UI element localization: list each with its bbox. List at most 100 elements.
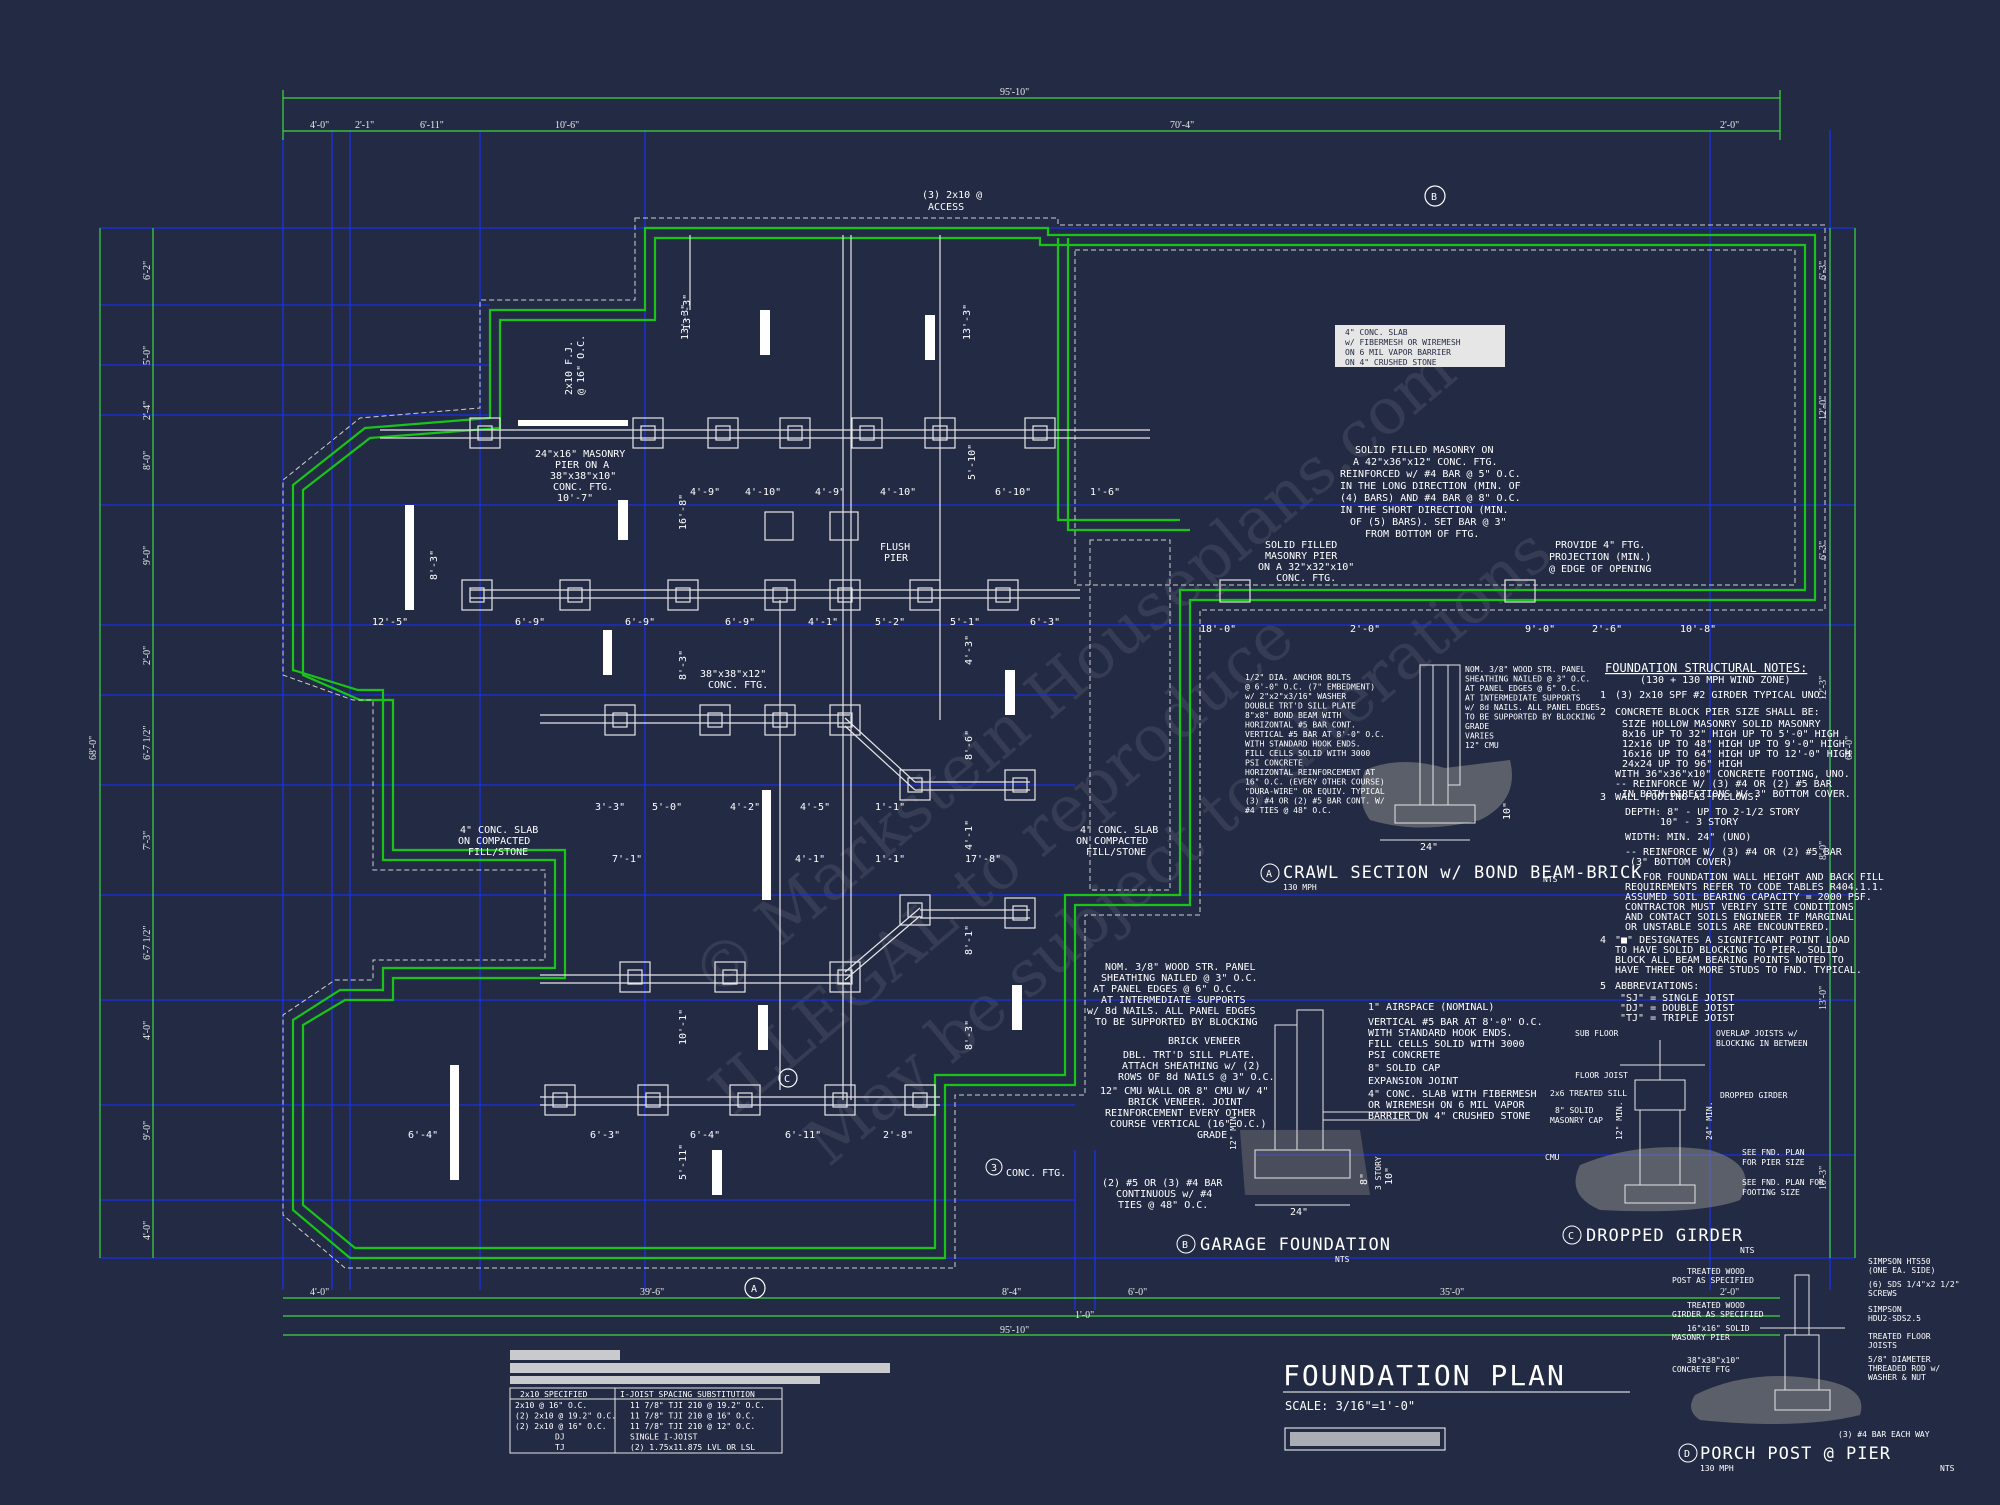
note-solid-3: REINFORCED w/ #4 BAR @ 5" O.C.: [1340, 469, 1521, 480]
garage-note-left-13: REINFORCEMENT EVERY OTHER: [1105, 1108, 1256, 1119]
structural-note-num-3: 3: [1600, 792, 1606, 803]
note-solidpier-3: ON A 32"x32"x10": [1258, 562, 1354, 573]
dim-bottom-3: 8'-4": [1002, 1287, 1021, 1298]
structural-note-1: (3) 2x10 SPF #2 GIRDER TYPICAL UNO.: [1615, 690, 1826, 701]
interior-dim-19: 5'-0": [652, 802, 682, 813]
dim-top-3: 6'-11": [420, 120, 444, 131]
dimension-labels: 95'-10" 4'-0" 2'-1" 6'-11" 10'-6" 70'-4"…: [88, 87, 1855, 1336]
dim-left-6: 2'-0": [142, 646, 153, 665]
sheet-scale: SCALE: 3/16"=1'-0": [1285, 1399, 1415, 1413]
crawl-note-1: 1/2" DIA. ANCHOR BOLTS: [1245, 673, 1351, 682]
structural-note-num-1: 1: [1600, 690, 1606, 701]
dropped-note-15: 24" MIN.: [1705, 1101, 1714, 1140]
dim-bottom-6: 2'-0": [1720, 1287, 1739, 1298]
note-slab-mid-3: FILL/STONE: [1086, 847, 1146, 858]
title-block: FOUNDATION PLAN SCALE: 3/16"=1'-0": [1283, 1359, 1630, 1451]
interior-dim-36: 2'-6": [1592, 624, 1622, 635]
porch-note-left-8: CONCRETE FTG: [1672, 1365, 1730, 1374]
crawl-note-13: "DURA-WIRE" OR EQUIV. TYPICAL: [1245, 787, 1385, 796]
note-slab-mid-1: 4" CONC. SLAB: [1080, 825, 1158, 836]
porch-note-right-3: (6) SDS 1/4"x2 1/2": [1868, 1280, 1960, 1289]
foundation-walls: [291, 226, 1817, 1260]
joist-row-4-spec: DJ: [555, 1433, 565, 1442]
structural-note-21: AND CONTACT SOILS ENGINEER IF MARGINAL: [1625, 912, 1854, 923]
porch-wind: 130 MPH: [1700, 1464, 1734, 1473]
interior-dim-35: 9'-0": [1525, 624, 1555, 635]
dim-left-9: 6'-7 1/2": [142, 926, 153, 961]
interior-dim-3: 13'-3": [962, 304, 973, 340]
garage-inner-wall-2: [1066, 238, 1190, 532]
joist-row-5-sub: (2) 1.75x11.875 LVL OR LSL: [630, 1443, 755, 1452]
joist-row-2-sub: 11 7/8" TJI 210 @ 16" O.C.: [630, 1412, 755, 1421]
dim-right-4: 12'-3": [1818, 676, 1829, 700]
interior-dim-31: 6'-11": [785, 1130, 821, 1141]
interior-dim-1: 13'-3": [680, 304, 691, 340]
note-garage-slab-4: ON 4" CRUSHED STONE: [1345, 358, 1437, 367]
crawl-title: CRAWL SECTION w/ BOND BEAM-BRICK: [1283, 863, 1643, 883]
interior-dim-39: 8'-3": [429, 550, 440, 580]
crawl-note-4: DOUBLE TRT'D SILL PLATE: [1245, 702, 1356, 711]
interior-dim-37: 10'-8": [1680, 624, 1716, 635]
joist-table-header-1: 2x10 SPECIFIED: [520, 1390, 588, 1399]
dropped-note-4: FLOOR JOIST: [1575, 1071, 1628, 1080]
structural-note-5: 12x16 UP TO 48" HIGH UP TO 9'-0" HIGH: [1622, 739, 1845, 750]
note-flush-1: FLUSH: [880, 542, 910, 553]
crawl-tag: A: [1266, 869, 1272, 880]
note-solidpier-4: CONC. FTG.: [1276, 573, 1336, 584]
note-pier-2: PIER ON A: [555, 460, 609, 471]
garage-note-left-11: 12" CMU WALL OR 8" CMU W/ 4": [1100, 1086, 1269, 1097]
garage-note-left-12: BRICK VENEER. JOINT: [1128, 1097, 1242, 1108]
garage-note-right-3: WITH STANDARD HOOK ENDS.: [1368, 1028, 1513, 1039]
note-slab-mid-2: ON COMPACTED: [1076, 836, 1148, 847]
structural-note-10: IN BOTH DIRECTIONS W/ 3" BOTTOM COVER.: [1622, 789, 1851, 800]
joist-markers: [405, 310, 1505, 1195]
dropped-note-12: SEE FND. PLAN FOR: [1742, 1178, 1824, 1187]
dim-bottom-1: 4'-0": [310, 1287, 329, 1298]
dim-top-5: 70'-4": [1170, 120, 1194, 131]
porch-note-left-2: POST AS SPECIFIED: [1672, 1276, 1754, 1285]
garage-note-left-2: SHEATHING NAILED @ 3" O.C.: [1101, 973, 1258, 984]
note-access-2: ACCESS: [928, 202, 964, 213]
dropped-nts: NTS: [1740, 1246, 1755, 1255]
interior-dim-27: 17'-8": [965, 854, 1001, 865]
dim-right-overall: 68'-0": [1844, 736, 1855, 760]
interior-dim-46: 10'-1": [678, 1009, 689, 1045]
dim-left-8: 7'-3": [142, 831, 153, 850]
dim-left-12: 4'-0": [142, 1221, 153, 1240]
interior-dim-18: 5'-10": [967, 444, 978, 480]
porch-note-right-8: JOISTS: [1868, 1341, 1897, 1350]
interior-dim-9: 1'-6": [1090, 487, 1120, 498]
dim-bottom-4: 6'-0": [1128, 1287, 1147, 1298]
porch-note-right-7: TREATED FLOOR: [1868, 1332, 1931, 1341]
dropped-note-10: SEE FND. PLAN: [1742, 1148, 1805, 1157]
dropped-note-13: FOOTING SIZE: [1742, 1188, 1800, 1197]
porch-note-right-4: SCREWS: [1868, 1289, 1897, 1298]
dropped-note-2: OVERLAP JOISTS w/: [1716, 1029, 1798, 1038]
garage-dim-2: 8": [1359, 1173, 1370, 1185]
porch-note-right-9: 5/8" DIAMETER: [1868, 1355, 1931, 1364]
note-ftg38-2: CONC. FTG.: [708, 680, 768, 691]
sheet-title: FOUNDATION PLAN: [1283, 1359, 1566, 1392]
note-ftg-label: CONC. FTG.: [1006, 1168, 1066, 1179]
garage-note-right-4: FILL CELLS SOLID WITH 3000: [1368, 1039, 1525, 1050]
porch-tag: D: [1684, 1449, 1690, 1460]
garage-note-left-9: ATTACH SHEATHING w/ (2): [1122, 1061, 1260, 1072]
interior-dim-25: 4'-1": [795, 854, 825, 865]
dropped-note-14: 12" MIN.: [1615, 1101, 1624, 1140]
structural-note-14: WIDTH: MIN. 24" (UNO): [1625, 832, 1751, 843]
grid-marker-c: C: [784, 1074, 790, 1085]
dim-top-1: 4'-0": [310, 120, 329, 131]
porch-note-left-3: TREATED WOOD: [1687, 1301, 1745, 1310]
note-solidpier-2: MASONRY PIER: [1265, 551, 1338, 562]
interior-dim-6: 4'-9": [815, 487, 845, 498]
dim-left-7: 6'-7 1/2": [142, 726, 153, 761]
note-joist-1: 2x10 F.J.: [564, 341, 575, 395]
interior-dim-12: 6'-9": [625, 617, 655, 628]
garage-dim-4: 10": [1384, 1167, 1395, 1185]
structural-note-4: 8x16 UP TO 32" HIGH UP TO 5'-0" HIGH: [1622, 729, 1839, 740]
interior-dim-11: 6'-9": [515, 617, 545, 628]
dropped-note-7: 8" SOLID: [1555, 1106, 1594, 1115]
dropped-note-3: BLOCKING IN BETWEEN: [1716, 1039, 1808, 1048]
